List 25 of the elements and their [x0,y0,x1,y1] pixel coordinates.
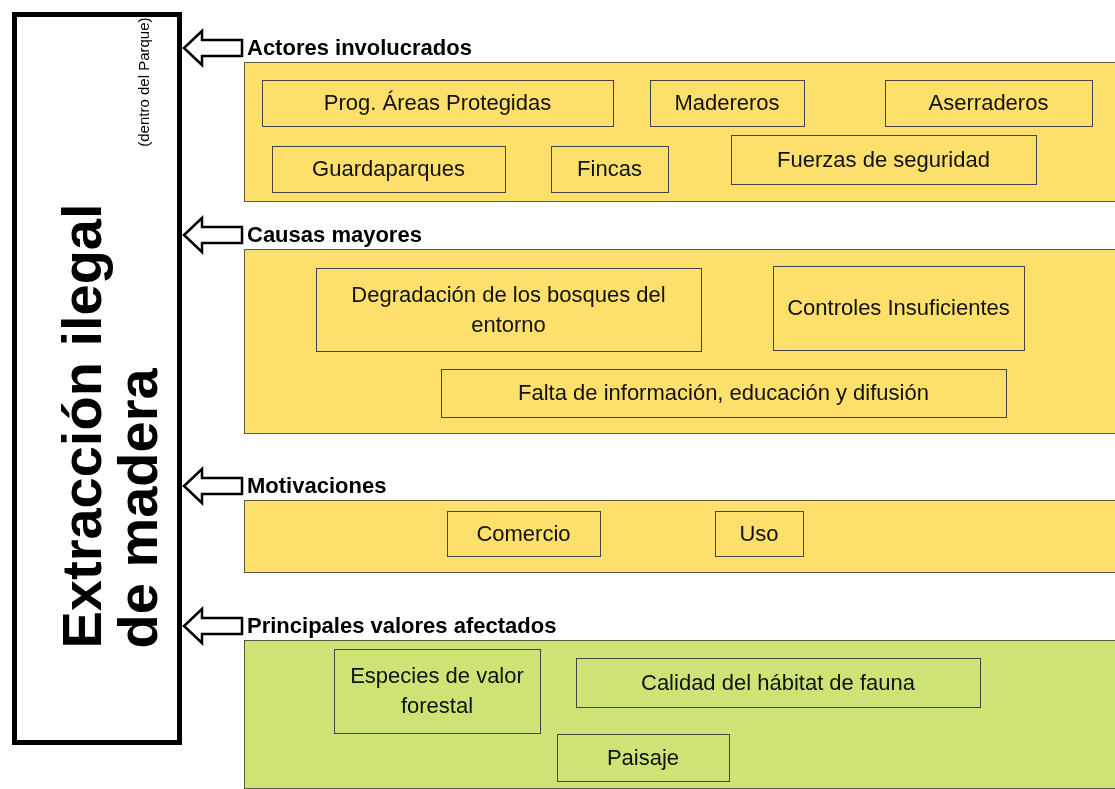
text-box: Madereros [649,79,805,127]
title-box [12,12,182,745]
section-heading: Motivaciones [247,473,387,499]
text-box: Guardaparques [271,145,506,193]
text-box: Paisaje [556,733,730,782]
text-box: Falta de información, educación y difusión [440,368,1007,418]
section-heading: Causas mayores [247,222,422,248]
section-heading: Actores involucrados [247,35,472,61]
hollow-arrow [182,466,244,506]
hollow-arrow [182,606,244,646]
hollow-arrow [182,28,244,68]
hollow-arrow [182,215,244,255]
section-heading: Principales valores afectados [247,613,557,639]
text-box: Fuerzas de seguridad [730,134,1037,185]
text-box: Especies de valor forestal [333,648,541,734]
text-box: Fincas [550,145,669,193]
title-text: Extracción ilegal de madera [53,201,165,648]
subtitle-text: (dentro del Parque) [134,17,151,147]
text-box: Controles Insuficientes [772,265,1025,351]
text-box: Uso [714,510,804,557]
text-box: Aserraderos [884,79,1093,127]
text-box: Calidad del hábitat de fauna [575,657,981,708]
text-box: Comercio [446,510,601,557]
text-box: Prog. Áreas Protegidas [261,79,614,127]
text-box: Degradación de los bosques del entorno [315,267,702,352]
